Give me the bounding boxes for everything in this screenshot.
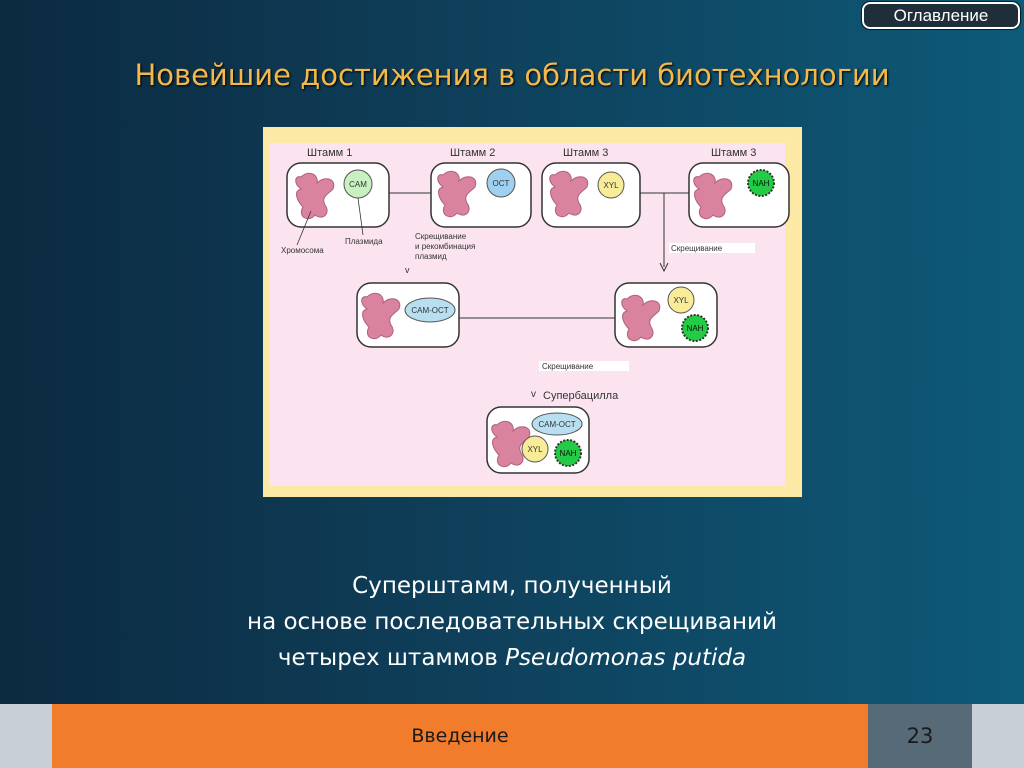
strain2-label: Штамм 2 <box>450 147 495 159</box>
plasmid-nah-label: NAH <box>687 324 704 333</box>
plasmid-xyl <box>667 286 695 314</box>
arrow-mark: v <box>531 389 536 400</box>
plasmid-cam-oct-label: CAM-OCT <box>538 420 575 429</box>
arrowhead <box>659 262 669 273</box>
footer-section-label: Введение <box>411 725 509 747</box>
arrow-mark: v <box>405 265 410 275</box>
footer-left-block <box>0 704 52 768</box>
plasmid-cam-oct <box>404 297 456 323</box>
label-recomb-3: плазмид <box>415 252 447 261</box>
plasmid-xyl <box>597 171 625 199</box>
bacteria-crossing-diagram: CAM OCT XYL NAH Штамм 1 Штамм 2 Штамм 3 … <box>269 143 790 486</box>
label-recomb-2: и рекомбинация <box>415 242 475 251</box>
plasmid-cam-oct <box>531 412 583 436</box>
label-cross-right-box <box>669 243 755 253</box>
plasmid-xyl <box>521 435 549 463</box>
plasmid-nah <box>681 314 709 342</box>
plasmid-xyl-label: XYL <box>527 445 543 454</box>
plasmid-cam-label: CAM <box>349 180 367 189</box>
plasmid-xyl-label: XYL <box>673 296 689 305</box>
plasmid-oct-label: OCT <box>493 179 510 188</box>
strain3a-label: Штамм 3 <box>563 147 608 159</box>
label-cross-right: Скрещивание <box>671 244 723 253</box>
pointer-plasmid <box>357 197 364 236</box>
strain1-label: Штамм 1 <box>307 147 352 159</box>
pointer-chromosome <box>296 210 312 246</box>
strain3b-label: Штамм 3 <box>711 147 756 159</box>
caption-line-2: на основе последовательных скрещиваний <box>247 609 777 635</box>
label-cross-mid-box <box>539 361 629 371</box>
plasmid-xyl-label: XYL <box>603 181 619 190</box>
label-superbacillus: Супербацилла <box>543 390 619 402</box>
plasmid-nah <box>554 439 582 467</box>
label-chromosome: Хромосома <box>281 246 324 255</box>
plasmid-nah-label: NAH <box>560 449 577 458</box>
diagram-frame: CAM OCT XYL NAH Штамм 1 Штамм 2 Штамм 3 … <box>263 127 802 497</box>
plasmid-nah <box>747 169 775 197</box>
label-recomb-1: Скрещивание <box>415 232 467 241</box>
caption-line-1: Суперштамм, полученный <box>352 573 672 599</box>
footer-section: Введение <box>52 704 868 768</box>
footer-right-block <box>972 704 1024 768</box>
caption-line-3-prefix: четырех штаммов <box>277 645 506 671</box>
footer-page-number: 23 <box>868 704 972 768</box>
toc-button[interactable]: Оглавление <box>861 1 1021 30</box>
label-plasmid: Плазмида <box>345 237 383 246</box>
page-number: 23 <box>906 724 934 748</box>
label-cross-mid: Скрещивание <box>542 362 594 371</box>
slide-title: Новейшие достижения в области биотехноло… <box>134 58 890 92</box>
caption-species: Pseudomonas putida <box>505 645 747 671</box>
plasmid-oct <box>486 168 516 198</box>
caption-line-3: четырех штаммов Pseudomonas putida <box>0 640 1024 676</box>
plasmid-cam-oct-label: CAM-OCT <box>411 306 448 315</box>
slide-caption: Суперштамм, полученный на основе последо… <box>0 568 1024 676</box>
plasmid-nah-label: NAH <box>753 179 770 188</box>
